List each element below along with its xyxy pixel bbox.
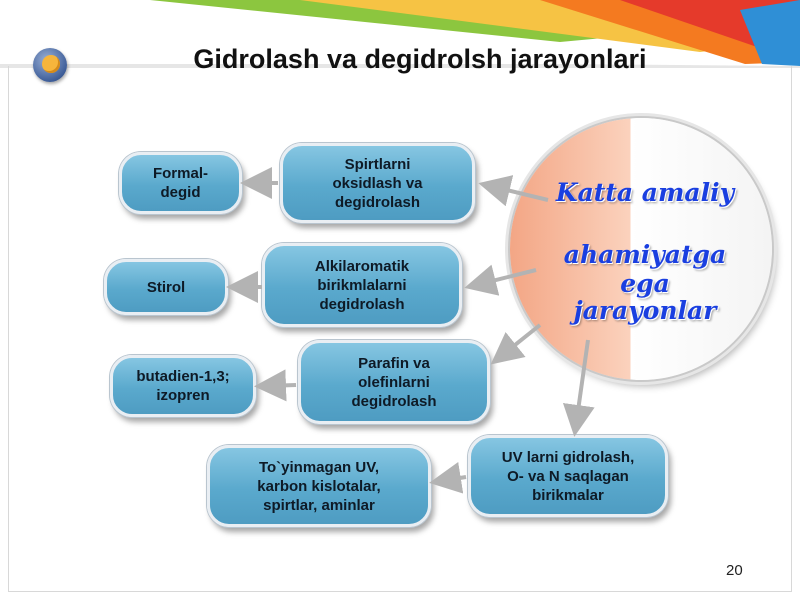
arrow-center-to-process-3	[490, 323, 542, 365]
center-text-line-1: Katta amaliy	[555, 178, 735, 207]
process-node-4: UV larni gidrolash, O- va N saqlagan bir…	[468, 435, 668, 517]
process-node-2: Alkilaromatik birikmlalarni degidrolash	[262, 243, 462, 327]
arrow-center-to-process-2	[464, 264, 537, 296]
product-node-1: Formal- degid	[119, 152, 242, 214]
slide-frame	[8, 66, 792, 592]
slide-title: Gidrolash va degidrolsh jarayonlari	[193, 44, 647, 74]
center-circle	[510, 118, 772, 380]
process-node-3: Parafin va olefinlarni degidrolash	[298, 340, 490, 424]
logo-icon	[33, 48, 67, 82]
arrow-process-4-to-product	[429, 462, 467, 494]
product-node-2: Stirol	[104, 259, 228, 315]
arrow-process-3-to-product	[254, 369, 297, 402]
arrow-center-to-process-4	[562, 339, 595, 437]
product-node-3: butadien-1,3; izopren	[110, 355, 256, 417]
arrow-center-to-process-1	[478, 175, 549, 207]
center-text-line-2: ahamiyatga ega	[563, 240, 727, 298]
process-node-1: Spirtlarni oksidlash va degidrolash	[280, 143, 475, 223]
center-text-line-3: jarayonlar	[573, 296, 717, 325]
page-number: 20	[726, 562, 743, 579]
